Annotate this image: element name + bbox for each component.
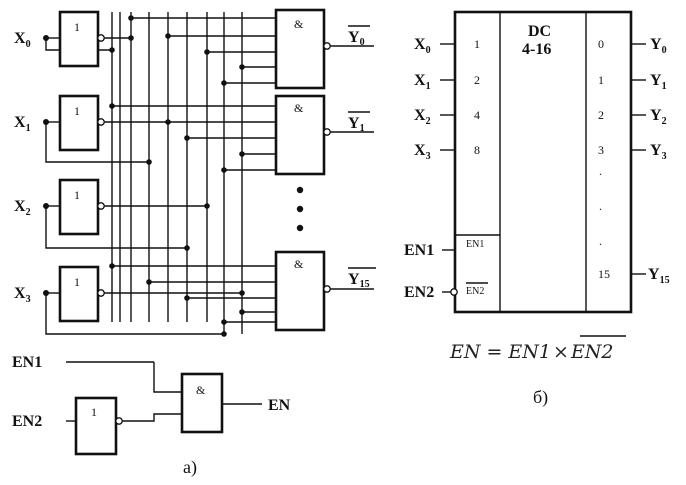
index-2: 2 bbox=[598, 108, 604, 122]
and-gate: & bbox=[274, 8, 374, 90]
index-3: 3 bbox=[598, 143, 604, 157]
index-1: 1 bbox=[598, 73, 604, 87]
dc-output-y15: Y15 bbox=[648, 266, 670, 286]
svg-text:Y15: Y15 bbox=[348, 271, 370, 290]
caption-a: а) bbox=[183, 457, 197, 478]
gate-ellipsis bbox=[296, 186, 304, 232]
enable-input-en1: EN1 bbox=[12, 354, 42, 371]
and-gate-wiring bbox=[112, 17, 276, 313]
weight-1: 1 bbox=[474, 37, 480, 51]
enable-output-en: EN bbox=[268, 397, 291, 414]
caption-b: б) bbox=[533, 387, 548, 408]
decoder-block bbox=[453, 10, 633, 314]
output-label-y15: Y15 bbox=[348, 267, 376, 290]
inverter-gate: 1 bbox=[58, 265, 105, 323]
enable-formula: EN=EN1×EN2 bbox=[449, 335, 626, 363]
weight-2: 2 bbox=[474, 73, 480, 87]
svg-text:&: & bbox=[294, 257, 304, 271]
circuit-b: DC 4-16 X0 X1 X2 X3 1 2 4 8 EN1 EN2 EN1 … bbox=[404, 10, 670, 408]
index-dot: . bbox=[599, 199, 602, 213]
output-label-y0: Y0 bbox=[348, 25, 370, 48]
dc-output-y0: Y0 bbox=[650, 36, 667, 56]
input-label-x2: X2 bbox=[14, 198, 31, 218]
dc-enable-en1: EN1 bbox=[404, 242, 434, 259]
svg-text:1: 1 bbox=[74, 20, 80, 34]
svg-text:1: 1 bbox=[74, 188, 80, 202]
input-label-x3: X3 bbox=[14, 285, 31, 305]
dc-output-y1: Y1 bbox=[650, 72, 667, 92]
svg-text:Y0: Y0 bbox=[348, 29, 365, 48]
index-dot: . bbox=[599, 234, 602, 248]
svg-text:EN=EN1×EN2: EN=EN1×EN2 bbox=[449, 341, 614, 363]
index-0: 0 bbox=[598, 37, 604, 51]
output-label-y1: Y1 bbox=[348, 111, 370, 134]
dc-input-x0: X0 bbox=[414, 36, 431, 56]
enable-logic: 1 & bbox=[66, 361, 262, 456]
bus-lines bbox=[111, 12, 243, 334]
svg-text:1: 1 bbox=[74, 104, 80, 118]
decoder-title: DC bbox=[528, 23, 551, 40]
input-label-x1: X1 bbox=[14, 114, 31, 134]
pin-en1: EN1 bbox=[466, 239, 484, 250]
input-label-x0: X0 bbox=[14, 30, 31, 50]
svg-text:Y1: Y1 bbox=[348, 115, 365, 134]
svg-text:1: 1 bbox=[91, 405, 97, 419]
pin-en2: EN2 bbox=[466, 286, 484, 297]
dc-enable-en2: EN2 bbox=[404, 284, 434, 301]
dc-input-x2: X2 bbox=[414, 107, 431, 127]
enable-input-en2: EN2 bbox=[12, 413, 42, 430]
svg-text:&: & bbox=[294, 17, 304, 31]
svg-text:&: & bbox=[294, 101, 304, 115]
inverter-gate: 1 bbox=[58, 178, 105, 236]
weight-4: 4 bbox=[474, 108, 480, 122]
dc-input-x1: X1 bbox=[414, 72, 431, 92]
dc-input-x3: X3 bbox=[414, 142, 431, 162]
dc-output-y2: Y2 bbox=[650, 107, 667, 127]
input-wiring bbox=[45, 37, 276, 335]
dc-output-y3: Y3 bbox=[650, 142, 667, 162]
circuit-a: 1 1 1 1 & & bbox=[12, 8, 376, 478]
decoder-subtitle: 4-16 bbox=[522, 41, 551, 58]
and-gate: & bbox=[274, 250, 374, 332]
svg-text:&: & bbox=[196, 383, 206, 397]
inverter-gate: 1 bbox=[58, 10, 105, 68]
index-15: 15 bbox=[598, 267, 610, 281]
index-dot: . bbox=[599, 164, 602, 178]
and-gate: & bbox=[274, 94, 374, 176]
weight-8: 8 bbox=[474, 143, 480, 157]
junction-dots bbox=[43, 15, 245, 337]
inverter-gate: 1 bbox=[58, 94, 105, 152]
svg-text:1: 1 bbox=[74, 275, 80, 289]
